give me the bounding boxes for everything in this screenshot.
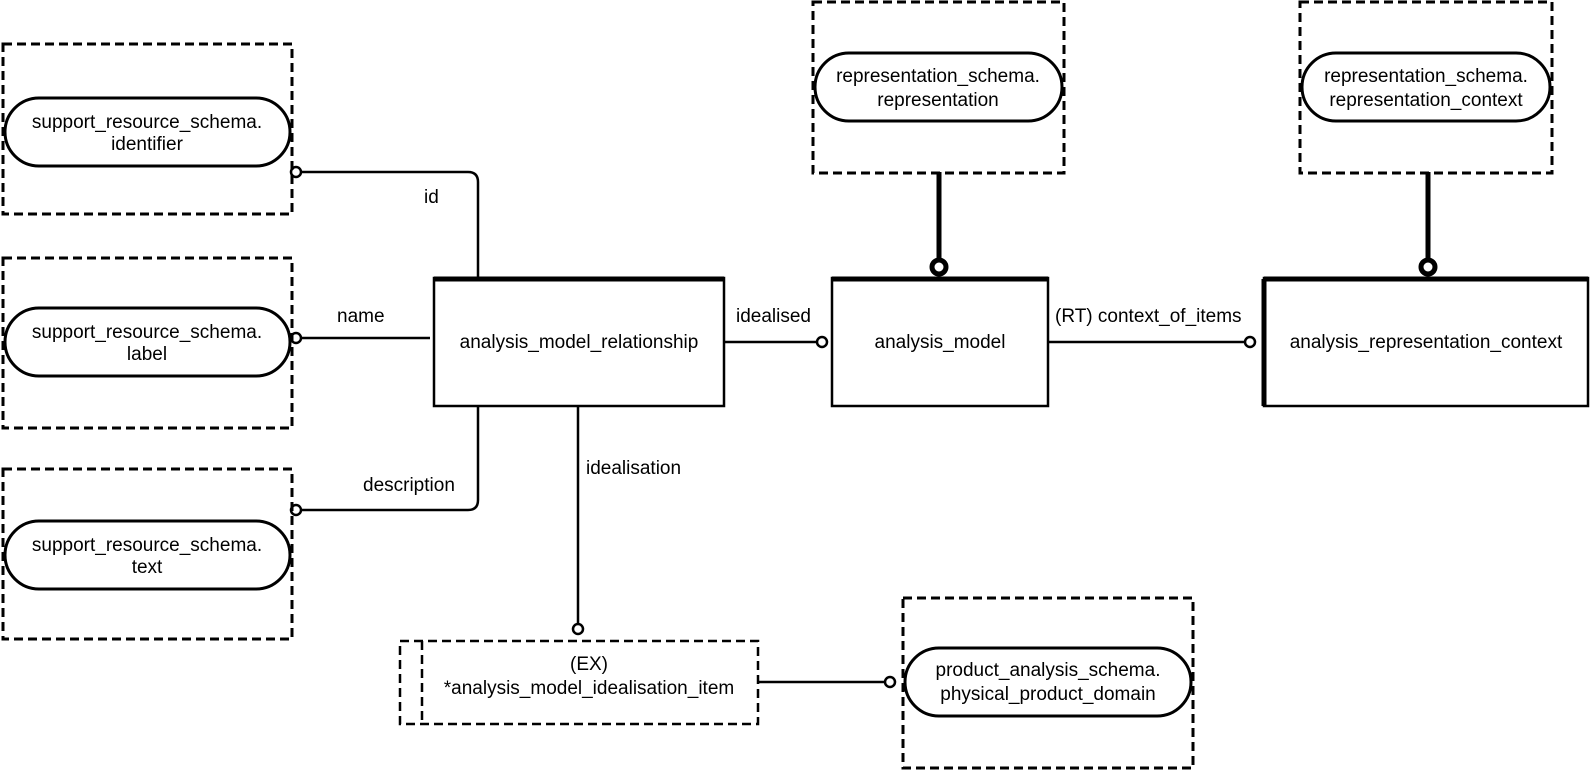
ref-identifier-line2: identifier [111, 134, 183, 155]
rel-label-context-of-items: (RT) context_of_items [1055, 306, 1242, 327]
ref-text-line2: text [132, 557, 163, 578]
ref-box-physical-product-domain [901, 596, 1195, 770]
end-circle-ppd [883, 675, 897, 689]
ref-box-identifier [1, 42, 294, 216]
end-circle-context [1243, 335, 1257, 349]
ref-box-label [1, 256, 294, 430]
ref-text-line1: support_resource_schema. [32, 535, 262, 556]
pill-representation [813, 51, 1064, 123]
connector-description [300, 400, 480, 512]
ref-representation-line2: representation [877, 90, 998, 111]
rel-label-idealisation: idealisation [586, 458, 681, 479]
rel-label-id: id [424, 187, 439, 208]
pill-physical-product-domain [903, 646, 1193, 718]
entity-label-analysis-model: analysis_model [875, 332, 1006, 353]
ref-box-representation [811, 0, 1066, 175]
end-circle-idealised [815, 335, 829, 349]
ref-label-line2: label [127, 344, 167, 365]
select-label-name: *analysis_model_idealisation_item [444, 678, 734, 699]
entity-label-analysis-model-relationship: analysis_model_relationship [460, 332, 699, 353]
ref-box-representation-context [1298, 0, 1554, 175]
end-circle-idealisation [571, 622, 585, 636]
select-label-ex: (EX) [570, 654, 608, 675]
pill-representation-context [1300, 51, 1552, 123]
end-circle-am-super [929, 257, 949, 277]
ref-identifier-line1: support_resource_schema. [32, 112, 262, 133]
ref-physical-product-domain-line1: product_analysis_schema. [936, 660, 1161, 681]
rel-label-name: name [337, 306, 385, 327]
rel-label-description: description [363, 475, 455, 496]
pill-label [3, 306, 292, 378]
pill-text [3, 519, 292, 591]
ref-representation-line1: representation_schema. [836, 66, 1040, 87]
entity-box-analysis-model-relationship [432, 276, 726, 408]
entity-box-analysis-model [830, 276, 1050, 408]
ref-physical-product-domain-line2: physical_product_domain [940, 684, 1155, 705]
ref-representation-context-line2: representation_context [1329, 90, 1523, 111]
select-box-idealisation-item [398, 639, 760, 726]
entity-box-analysis-representation-context [1262, 276, 1590, 408]
entity-label-analysis-representation-context: analysis_representation_context [1290, 332, 1563, 353]
ref-box-text [1, 467, 294, 641]
rel-label-idealised: idealised [736, 306, 811, 327]
connector-id [300, 170, 480, 277]
ref-representation-context-line1: representation_schema. [1324, 66, 1528, 87]
pill-identifier [3, 96, 292, 168]
ref-label-line1: support_resource_schema. [32, 322, 262, 343]
end-circle-arc-super [1418, 257, 1438, 277]
